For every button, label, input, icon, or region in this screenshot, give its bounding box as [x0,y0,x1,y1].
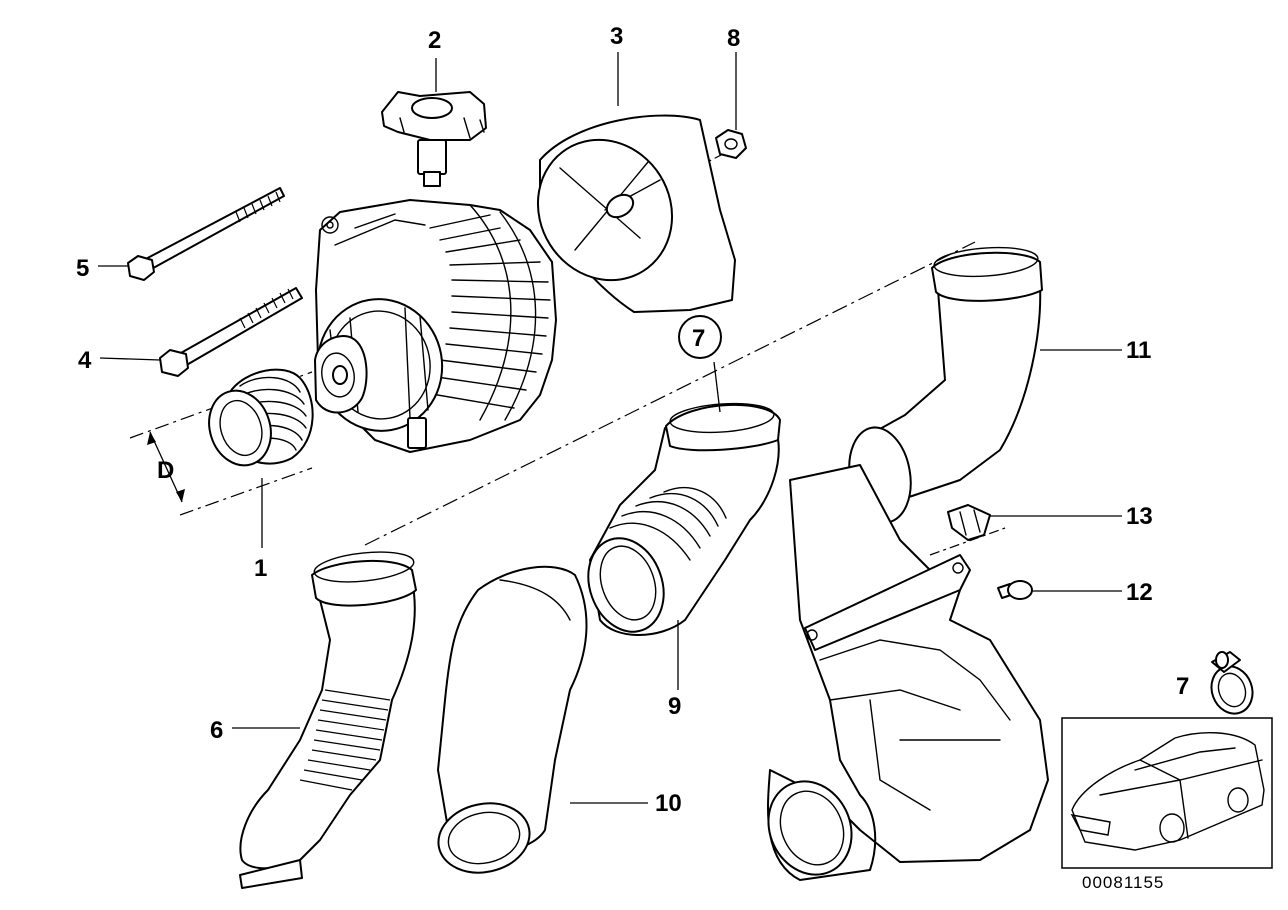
intake-hose [239,551,417,889]
callout-8: 8 [727,25,740,52]
leader-lines [98,52,1122,804]
dimension-d-label: D [157,457,174,484]
clip [947,504,991,541]
callout-9: 9 [668,693,681,720]
catalog-number: 00081155 [1082,873,1164,892]
hose-clamp [1210,651,1254,715]
screw [997,580,1033,600]
callout-7-circle [678,315,722,359]
alternator [314,199,557,453]
callout-3: 3 [610,23,623,50]
pulley [208,368,314,467]
voltage-regulator [381,91,487,187]
callout-4: 4 [78,347,92,374]
nut [715,129,747,159]
callout-12: 12 [1126,579,1153,606]
callout-7-clamp: 7 [1176,673,1189,700]
hose-curved [437,565,588,874]
callout-11: 11 [1126,337,1151,364]
center-lines [129,147,1006,556]
callout-7-circled: 7 [692,325,705,352]
dimension-d: D [147,431,185,503]
bolt-short [159,287,303,377]
callout-13: 13 [1126,503,1153,530]
callout-10: 10 [655,790,682,817]
air-duct [767,246,1049,881]
callout-1: 1 [254,555,267,582]
callouts: 2 3 8 5 4 1 6 9 10 11 13 12 7 7 [76,23,1189,817]
bellows-hose [587,402,781,636]
callout-2: 2 [428,27,441,54]
callout-6: 6 [210,717,223,744]
bolt-long [127,187,285,281]
vehicle-inset [1061,717,1273,869]
fan-shroud [536,114,736,313]
callout-5: 5 [76,255,89,282]
